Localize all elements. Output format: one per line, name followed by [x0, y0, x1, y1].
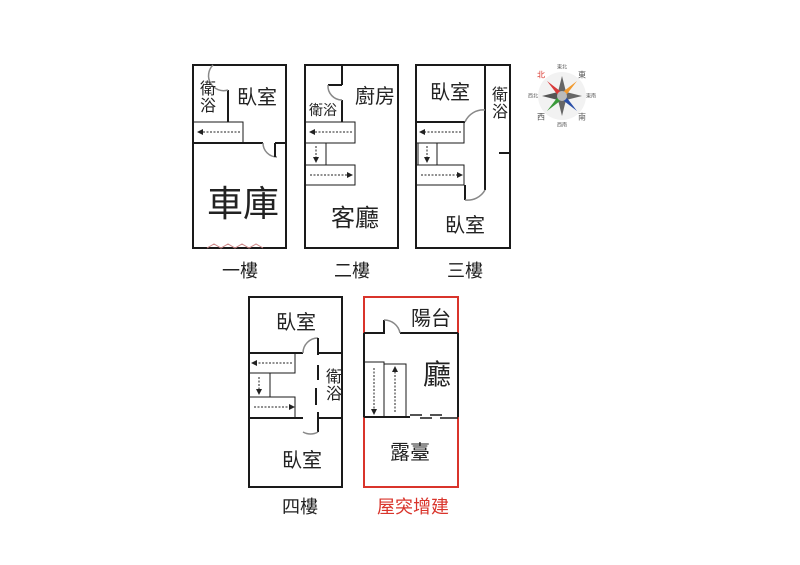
room-label-bath: 衛浴	[323, 368, 342, 402]
floor-caption-4f: 四樓	[282, 497, 318, 518]
plan-1f	[192, 64, 287, 249]
room-label-garage: 車庫	[206, 184, 280, 225]
floor-caption-1f: 一樓	[222, 261, 258, 282]
room-label-balcony: 陽台	[411, 306, 451, 330]
floor-caption-3f: 三樓	[447, 261, 483, 282]
floor-caption-rooftop-addition: 屋突增建	[377, 497, 449, 518]
compass-label-west: 西	[537, 112, 545, 122]
compass-label-north: 北	[537, 70, 545, 80]
compass-label-southeast: 東南	[585, 93, 597, 100]
compass-label-northeast: 東北	[556, 64, 568, 71]
room-label-kitchen: 廚房	[355, 84, 395, 108]
plan-2f	[304, 64, 399, 249]
room-label-living-room: 客廳	[331, 204, 379, 232]
compass-label-east: 東	[578, 70, 586, 80]
room-label-bedroom-bottom: 臥室	[282, 448, 322, 472]
room-label-bath: 衛浴	[309, 103, 337, 119]
plan-rooftop-addition	[363, 296, 459, 488]
room-label-bath: 衛浴	[489, 86, 508, 120]
room-label-bedroom: 臥室	[237, 85, 277, 109]
compass-label-south: 南	[578, 112, 586, 122]
stair-arrows	[197, 129, 463, 415]
compass-rose	[538, 72, 586, 120]
plan-4f	[248, 296, 343, 488]
room-label-bedroom-top: 臥室	[276, 310, 316, 334]
floor-caption-2f: 二樓	[334, 261, 370, 282]
room-label-bath: 衛浴	[197, 80, 216, 114]
room-label-hall: 廳	[422, 358, 452, 391]
room-label-bedroom-bottom: 臥室	[445, 213, 485, 237]
room-label-terrace: 露臺	[390, 440, 430, 464]
compass-label-southwest: 西南	[556, 122, 568, 129]
room-label-bedroom-top: 臥室	[430, 80, 470, 104]
plan-3f	[415, 64, 511, 249]
compass-label-northwest: 西北	[527, 93, 539, 100]
